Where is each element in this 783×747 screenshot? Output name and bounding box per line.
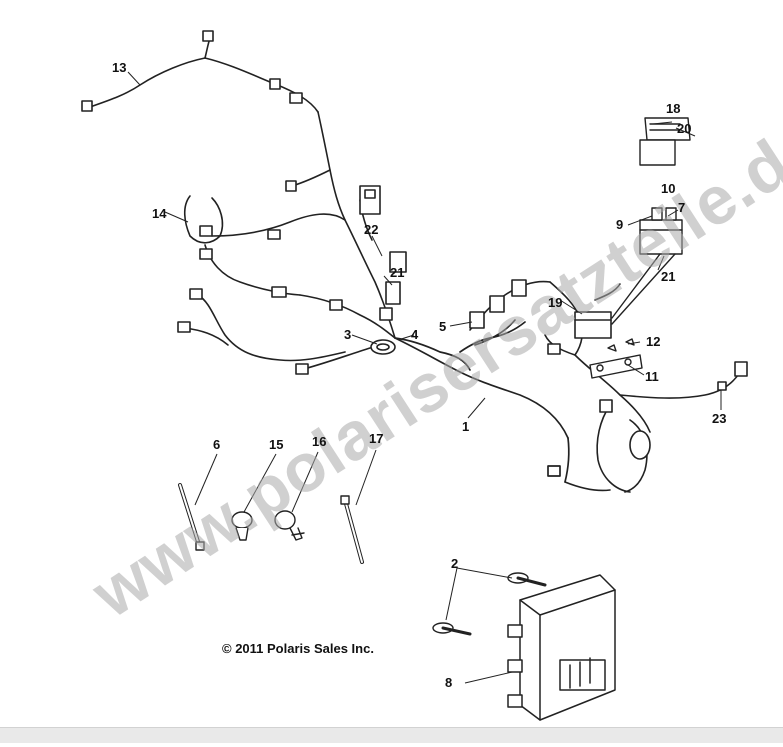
- callout-3: 3: [344, 327, 352, 342]
- fastener-2: [432, 572, 547, 636]
- bracket-11: [589, 338, 643, 379]
- callout-13: 13: [112, 60, 127, 75]
- callout-2: 2: [451, 556, 459, 571]
- callout-18: 18: [666, 101, 681, 116]
- clip-15: [231, 511, 253, 541]
- callout-10: 10: [661, 181, 676, 196]
- callout-5: 5: [439, 319, 447, 334]
- copyright-notice: © 2011 Polaris Sales Inc.: [222, 641, 374, 656]
- callout-22: 22: [364, 222, 379, 237]
- harness-branch-13: [81, 30, 346, 221]
- cable-tie-6: [178, 483, 205, 551]
- callout-23: 23: [712, 411, 727, 426]
- leader-lines: [127, 71, 722, 684]
- harness-lower-right: [564, 399, 651, 493]
- callout-16: 16: [312, 434, 327, 449]
- clip-16: [274, 510, 305, 541]
- callout-9: 9: [616, 217, 624, 232]
- cable-tie-17: [340, 495, 364, 564]
- callout-21a: 21: [390, 265, 405, 280]
- harness-branch-23: [619, 361, 748, 399]
- control-module-8: [507, 574, 616, 721]
- callout-4: 4: [411, 327, 419, 342]
- callout-19: 19: [548, 295, 563, 310]
- harness-left-branches: [177, 288, 371, 375]
- bottom-bar: [0, 727, 783, 743]
- callout-1: 1: [462, 419, 470, 434]
- callout-14: 14: [152, 206, 167, 221]
- connector-cluster-5: [469, 279, 551, 346]
- callout-11: 11: [645, 369, 659, 384]
- main-harness-1: [394, 321, 570, 483]
- callout-12: 12: [646, 334, 661, 349]
- callout-15: 15: [269, 437, 284, 452]
- harness-center-trunk: [344, 185, 407, 339]
- callout-8: 8: [445, 675, 453, 690]
- grommet-3: [370, 339, 396, 355]
- callout-7: 7: [678, 200, 686, 215]
- callout-21b: 21: [661, 269, 676, 284]
- callout-6: 6: [213, 437, 221, 452]
- harness-branch-14: [183, 195, 396, 339]
- callout-17: 17: [369, 431, 384, 446]
- callout-20: 20: [677, 121, 692, 136]
